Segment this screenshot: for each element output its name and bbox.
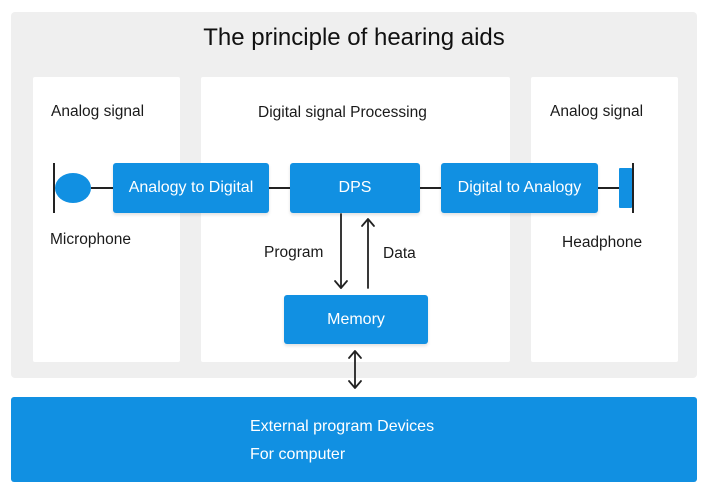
dac-to-headphone-line: [598, 187, 619, 189]
headphone-icon: [619, 168, 632, 208]
headphone-bar: [632, 163, 634, 213]
right-panel-heading: Analog signal: [550, 103, 644, 120]
digital-to-analog-block: Digital to Analogy: [441, 163, 598, 213]
external-devices-line2: For computer: [250, 446, 346, 463]
analog-output-panel: [531, 77, 678, 362]
diagram-title: The principle of hearing aids: [203, 24, 505, 51]
dps-block: DPS: [290, 163, 420, 213]
memory-block: Memory: [284, 295, 428, 344]
microphone-bar: [53, 163, 55, 213]
external-devices-line1: External program Devices: [250, 418, 435, 435]
external-devices-banner: [11, 397, 697, 482]
program-flow-label: Program: [264, 244, 324, 261]
center-panel-heading: Digital signal Processing: [258, 104, 427, 121]
left-panel-heading: Analog signal: [51, 103, 145, 120]
microphone-label: Microphone: [50, 231, 131, 248]
adc-to-dps-line: [269, 187, 290, 189]
headphone-label: Headphone: [562, 234, 643, 251]
analog-to-digital-block: Analogy to Digital: [113, 163, 269, 213]
dps-to-dac-line: [420, 187, 441, 189]
microphone-icon: [55, 173, 91, 203]
data-flow-label: Data: [383, 245, 416, 262]
mic-to-adc-line: [91, 187, 113, 189]
analog-input-panel: [33, 77, 180, 362]
